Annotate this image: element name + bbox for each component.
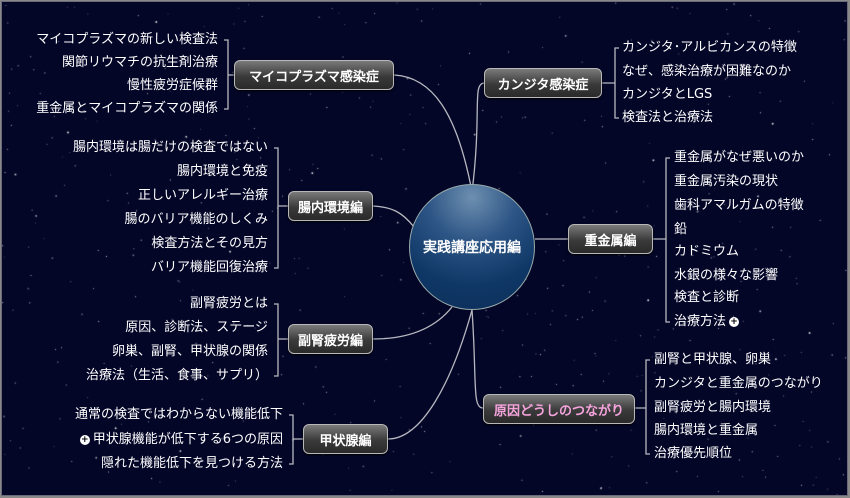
expand-plus-icon[interactable]: + <box>729 317 740 327</box>
subtopic-label: 重金属とマイコプラズマの関係 <box>36 101 218 116</box>
subtopic-label: 慢性疲労症候群 <box>126 78 218 93</box>
subtopic-metal[interactable]: 水銀の様々な影響 <box>674 267 778 285</box>
subtopic-thyroid[interactable]: +甲状腺機能が低下する6つの原因 <box>77 431 283 449</box>
branch-connections[interactable]: 原因どうしのつながり <box>483 394 635 424</box>
subtopic-adrenal[interactable]: 卵巣、副腎、甲状腺の関係 <box>112 343 268 361</box>
subtopic-label: 治療優先順位 <box>654 446 733 461</box>
subtopic-candida[interactable]: カンジタ･アルビカンスの特徴 <box>622 39 797 57</box>
subtopic-links[interactable]: カンジタと重金属のつながり <box>654 375 823 393</box>
subtopic-mycoplasma[interactable]: マイコプラズマの新しい検査法 <box>36 31 218 49</box>
subtopic-label: 甲状腺機能が低下する6つの原因 <box>92 432 283 447</box>
subtopic-label: 原因、診断法、ステージ <box>125 320 268 335</box>
subtopic-gut[interactable]: 腸内環境は腸だけの検査ではない <box>73 139 268 157</box>
subtopic-adrenal[interactable]: 原因、診断法、ステージ <box>125 319 268 337</box>
subtopic-label: 検査方法とその見方 <box>151 236 268 251</box>
subtopic-label: 卵巣、副腎、甲状腺の関係 <box>111 344 268 359</box>
subtopic-gut[interactable]: バリア機能回復治療 <box>151 259 268 277</box>
subtopic-mycoplasma[interactable]: 重金属とマイコプラズマの関係 <box>36 100 218 118</box>
subtopic-metal[interactable]: 重金属汚染の現状 <box>674 173 778 191</box>
subtopic-label: カドミウム <box>674 244 740 259</box>
subtopic-mycoplasma[interactable]: 慢性疲労症候群 <box>127 77 218 95</box>
subtopic-links[interactable]: 腸内環境と重金属 <box>654 422 758 440</box>
subtopic-gut[interactable]: 腸内環境と免疫 <box>177 163 268 181</box>
subtopic-label: 歯科アマルガムの特徴 <box>674 198 804 213</box>
subtopic-label: 検査法と治療法 <box>622 110 714 125</box>
subtopic-label: 副腎疲労とは <box>189 296 268 311</box>
subtopic-candida[interactable]: なぜ、感染治療が困難なのか <box>622 63 791 81</box>
subtopic-label: 検査と診断 <box>674 290 740 305</box>
subtopic-label: 重金属がなぜ悪いのか <box>674 150 805 165</box>
subtopic-label: 腸内環境と重金属 <box>654 423 759 438</box>
subtopic-label: マイコプラズマの新しい検査法 <box>36 32 218 47</box>
subtopic-label: 重金属汚染の現状 <box>674 174 779 189</box>
branch-candida[interactable]: カンジタ感染症 <box>484 68 602 98</box>
subtopic-label: カンジタとLGS <box>622 87 713 102</box>
subtopic-label: 副腎疲労と腸内環境 <box>654 400 772 415</box>
subtopic-label: 通常の検査ではわからない機能低下 <box>74 407 283 422</box>
subtopic-label: 正しいアレルギー治療 <box>137 188 268 203</box>
subtopic-label: カンジタと重金属のつながり <box>654 376 823 391</box>
subtopic-label: 水銀の様々な影響 <box>674 268 779 283</box>
subtopic-links[interactable]: 副腎疲労と腸内環境 <box>654 399 771 417</box>
subtopic-label: 治療法（生活、食事、サプリ） <box>85 368 268 383</box>
subtopic-label: バリア機能回復治療 <box>150 260 268 275</box>
subtopic-metal[interactable]: 治療方法+ <box>674 313 742 331</box>
branch-mycoplasma[interactable]: マイコプラズマ感染症 <box>234 60 394 90</box>
subtopic-label: 治療方法 <box>674 314 727 329</box>
subtopic-metal[interactable]: 鉛 <box>674 221 687 239</box>
subtopic-label: 腸のバリア機能のしくみ <box>124 212 268 227</box>
subtopic-label: 関節リウマチの抗生剤治療 <box>61 55 218 70</box>
subtopic-thyroid[interactable]: 隠れた機能低下を見つける方法 <box>101 455 283 473</box>
central-topic[interactable]: 実践講座応用編 <box>409 184 535 310</box>
subtopic-adrenal[interactable]: 治療法（生活、食事、サプリ） <box>86 367 268 385</box>
branch-thyroid[interactable]: 甲状腺編 <box>303 424 388 454</box>
subtopic-label: 腸内環境と免疫 <box>176 164 268 179</box>
branch-heavy-metal[interactable]: 重金属編 <box>568 224 653 254</box>
branch-gut[interactable]: 腸内環境編 <box>288 191 373 221</box>
subtopic-label: 隠れた機能低下を見つける方法 <box>100 456 283 471</box>
subtopic-gut[interactable]: 正しいアレルギー治療 <box>138 187 268 205</box>
expand-plus-icon[interactable]: + <box>79 435 90 445</box>
subtopic-gut[interactable]: 腸のバリア機能のしくみ <box>124 211 268 229</box>
subtopic-label: 副腎と甲状腺、卵巣 <box>654 352 772 367</box>
subtopic-metal[interactable]: カドミウム <box>674 243 739 261</box>
subtopic-candida[interactable]: 検査法と治療法 <box>622 109 713 127</box>
subtopic-links[interactable]: 副腎と甲状腺、卵巣 <box>654 351 771 369</box>
subtopic-metal[interactable]: 歯科アマルガムの特徴 <box>674 197 804 215</box>
subtopic-candida[interactable]: カンジタとLGS <box>622 86 712 104</box>
subtopic-mycoplasma[interactable]: 関節リウマチの抗生剤治療 <box>62 54 218 72</box>
subtopic-metal[interactable]: 検査と診断 <box>674 289 739 307</box>
subtopic-adrenal[interactable]: 副腎疲労とは <box>190 295 268 313</box>
subtopic-links[interactable]: 治療優先順位 <box>654 445 732 463</box>
subtopic-label: カンジタ･アルビカンスの特徴 <box>622 40 797 55</box>
subtopic-thyroid[interactable]: 通常の検査ではわからない機能低下 <box>75 406 283 424</box>
subtopic-label: 腸内環境は腸だけの検査ではない <box>72 140 268 155</box>
subtopic-label: 鉛 <box>674 222 688 237</box>
subtopic-label: なぜ、感染治療が困難なのか <box>622 64 792 79</box>
subtopic-gut[interactable]: 検査方法とその見方 <box>151 235 268 253</box>
branch-adrenal[interactable]: 副腎疲労編 <box>288 324 373 354</box>
subtopic-metal[interactable]: 重金属がなぜ悪いのか <box>674 149 804 167</box>
